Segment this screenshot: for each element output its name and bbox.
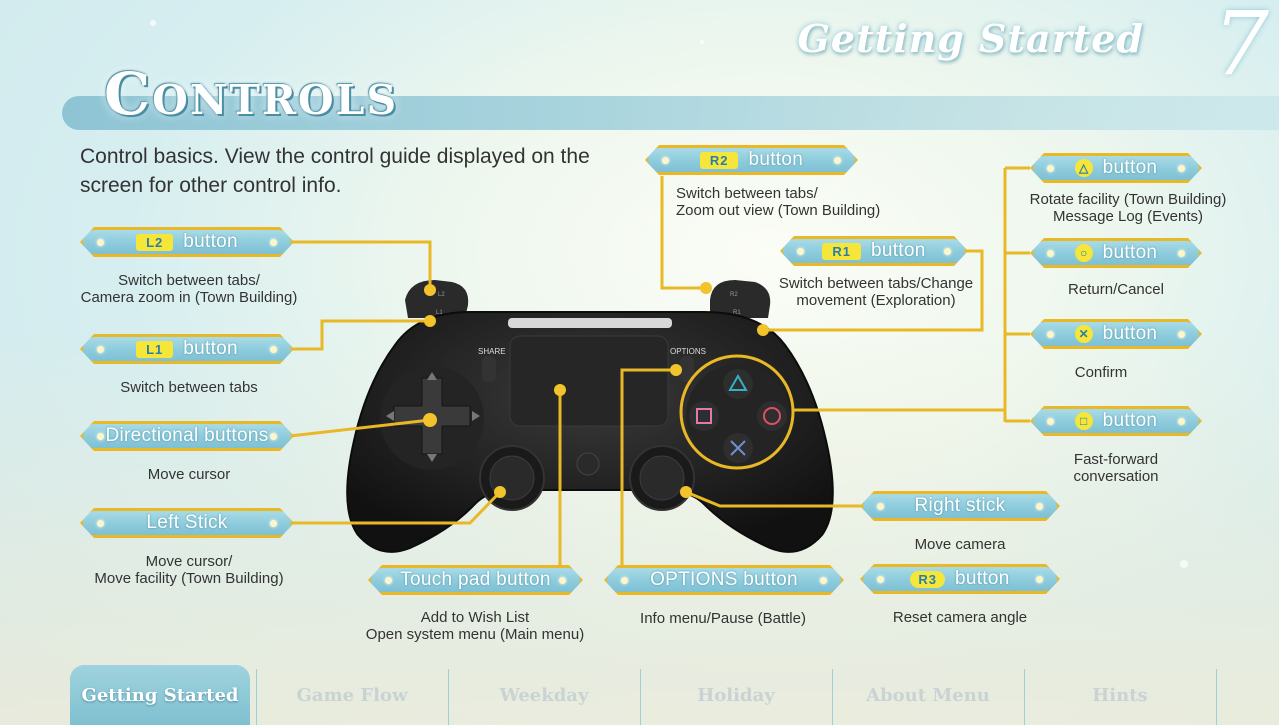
r2-badge: R2 bbox=[700, 152, 739, 169]
tab-weekday[interactable]: Weekday bbox=[499, 684, 589, 706]
r2-shoulder-text: R2 bbox=[730, 292, 738, 298]
circle-description: Return/Cancel bbox=[1068, 281, 1164, 298]
cross-button-label: ✕ button bbox=[1030, 319, 1202, 349]
tab-game-flow[interactable]: Game Flow bbox=[296, 684, 408, 706]
share-text: SHARE bbox=[478, 347, 506, 356]
r1-shoulder-text: R1 bbox=[733, 310, 741, 316]
page-title: Controls bbox=[104, 60, 399, 128]
l1-shoulder-text: L1 bbox=[436, 310, 443, 316]
left-stick-description: Move cursor/Move facility (Town Building… bbox=[94, 553, 284, 587]
share-button-shape bbox=[482, 356, 496, 382]
r3-button-label: R3 button bbox=[860, 564, 1060, 594]
connector-dot bbox=[424, 284, 436, 296]
circle-icon: ○ bbox=[1075, 244, 1093, 262]
square-icon: □ bbox=[1075, 412, 1093, 430]
face-button-well bbox=[686, 364, 790, 468]
l1-label-text: button bbox=[183, 338, 238, 359]
touchpad-label-text: Touch pad button bbox=[400, 569, 551, 590]
l2-trigger bbox=[405, 280, 469, 318]
r2-description: Switch between tabs/Zoom out view (Town … bbox=[676, 185, 881, 219]
l2-description: Switch between tabs/Camera zoom in (Town… bbox=[80, 272, 298, 306]
touchpad-label: Touch pad button bbox=[368, 565, 583, 595]
triangle-description: Rotate facility (Town Building)Message L… bbox=[1029, 191, 1227, 225]
circle-button-shape bbox=[757, 401, 787, 431]
connector-dot bbox=[424, 315, 436, 327]
dpad-label: Directional buttons bbox=[80, 421, 294, 451]
connector-dot bbox=[423, 413, 437, 427]
right-stick-label-text: Right stick bbox=[914, 495, 1006, 516]
dpad-label-text: Directional buttons bbox=[105, 425, 269, 446]
intro-text: Control basics. View the control guide d… bbox=[80, 145, 590, 197]
connector-dot bbox=[700, 282, 712, 294]
circle-label-text: button bbox=[1102, 242, 1158, 263]
square-button-shape bbox=[689, 401, 719, 431]
page-number: 7 bbox=[1213, 0, 1269, 95]
r2-button-label: R2 button bbox=[645, 145, 858, 175]
triangle-label-text: button bbox=[1102, 157, 1158, 178]
triangle-button-label: △ button bbox=[1030, 153, 1202, 183]
r1-badge: R1 bbox=[822, 243, 861, 260]
r3-badge: R3 bbox=[910, 571, 945, 588]
nav-divider bbox=[640, 669, 641, 725]
connector-dot bbox=[494, 486, 506, 498]
controller-diagram: L2 R2 L1 R1 SHARE OPTIONS bbox=[289, 166, 1030, 566]
light-bar bbox=[508, 318, 672, 328]
l1-button-label: L1 button bbox=[80, 334, 294, 364]
nav-divider bbox=[1216, 669, 1217, 725]
l2-badge: L2 bbox=[136, 234, 173, 251]
nav-divider bbox=[1024, 669, 1025, 725]
r3-description: Reset camera angle bbox=[892, 609, 1028, 626]
section-title: Getting Started bbox=[797, 16, 1144, 61]
nav-divider bbox=[448, 669, 449, 725]
connector-dot bbox=[554, 384, 566, 396]
connector-dot bbox=[680, 486, 692, 498]
cross-icon: ✕ bbox=[1075, 325, 1093, 343]
connector-dot bbox=[757, 324, 769, 336]
dpad-description: Move cursor bbox=[147, 466, 231, 483]
tab-about-menu[interactable]: About Menu bbox=[866, 684, 990, 706]
triangle-icon: △ bbox=[1075, 159, 1093, 177]
square-label-text: button bbox=[1102, 410, 1158, 431]
options-label-text: OPTIONS button bbox=[650, 569, 798, 590]
title-band bbox=[62, 96, 1279, 130]
ps-button bbox=[576, 452, 600, 476]
l1-description: Switch between tabs bbox=[120, 379, 258, 396]
l1-badge: L1 bbox=[136, 341, 173, 358]
options-description: Info menu/Pause (Battle) bbox=[640, 610, 806, 627]
l2-button-label: L2 button bbox=[80, 227, 294, 257]
bottom-nav: Getting Started Game Flow Weekday Holida… bbox=[0, 665, 1279, 725]
r1-button-label: R1 button bbox=[780, 236, 968, 266]
left-stick-label-text: Left Stick bbox=[146, 512, 228, 533]
tab-getting-started[interactable]: Getting Started bbox=[70, 665, 250, 725]
cross-label-text: button bbox=[1102, 323, 1158, 344]
right-stick-label: Right stick bbox=[860, 491, 1060, 521]
options-text: OPTIONS bbox=[670, 347, 706, 356]
options-button-shape bbox=[680, 356, 694, 382]
triangle-button-shape bbox=[723, 369, 753, 399]
nav-divider bbox=[832, 669, 833, 725]
r2-trigger bbox=[710, 280, 771, 318]
circle-button-label: ○ button bbox=[1030, 238, 1202, 268]
right-stick-description: Move camera bbox=[914, 536, 1006, 553]
l2-label-text: button bbox=[183, 231, 238, 252]
tab-holiday[interactable]: Holiday bbox=[697, 684, 775, 706]
cross-description: Confirm bbox=[1074, 364, 1128, 381]
options-label: OPTIONS button bbox=[604, 565, 844, 595]
connector-dot bbox=[670, 364, 682, 376]
r3-label-text: button bbox=[954, 568, 1010, 589]
l2-shoulder-text: L2 bbox=[438, 292, 445, 298]
touchpad bbox=[509, 335, 669, 427]
nav-divider bbox=[256, 669, 257, 725]
left-stick-label: Left Stick bbox=[80, 508, 294, 538]
tab-hints[interactable]: Hints bbox=[1092, 684, 1148, 706]
square-button-label: □ button bbox=[1030, 406, 1202, 436]
r1-label-text: button bbox=[870, 240, 926, 261]
r2-label-text: button bbox=[748, 149, 804, 170]
